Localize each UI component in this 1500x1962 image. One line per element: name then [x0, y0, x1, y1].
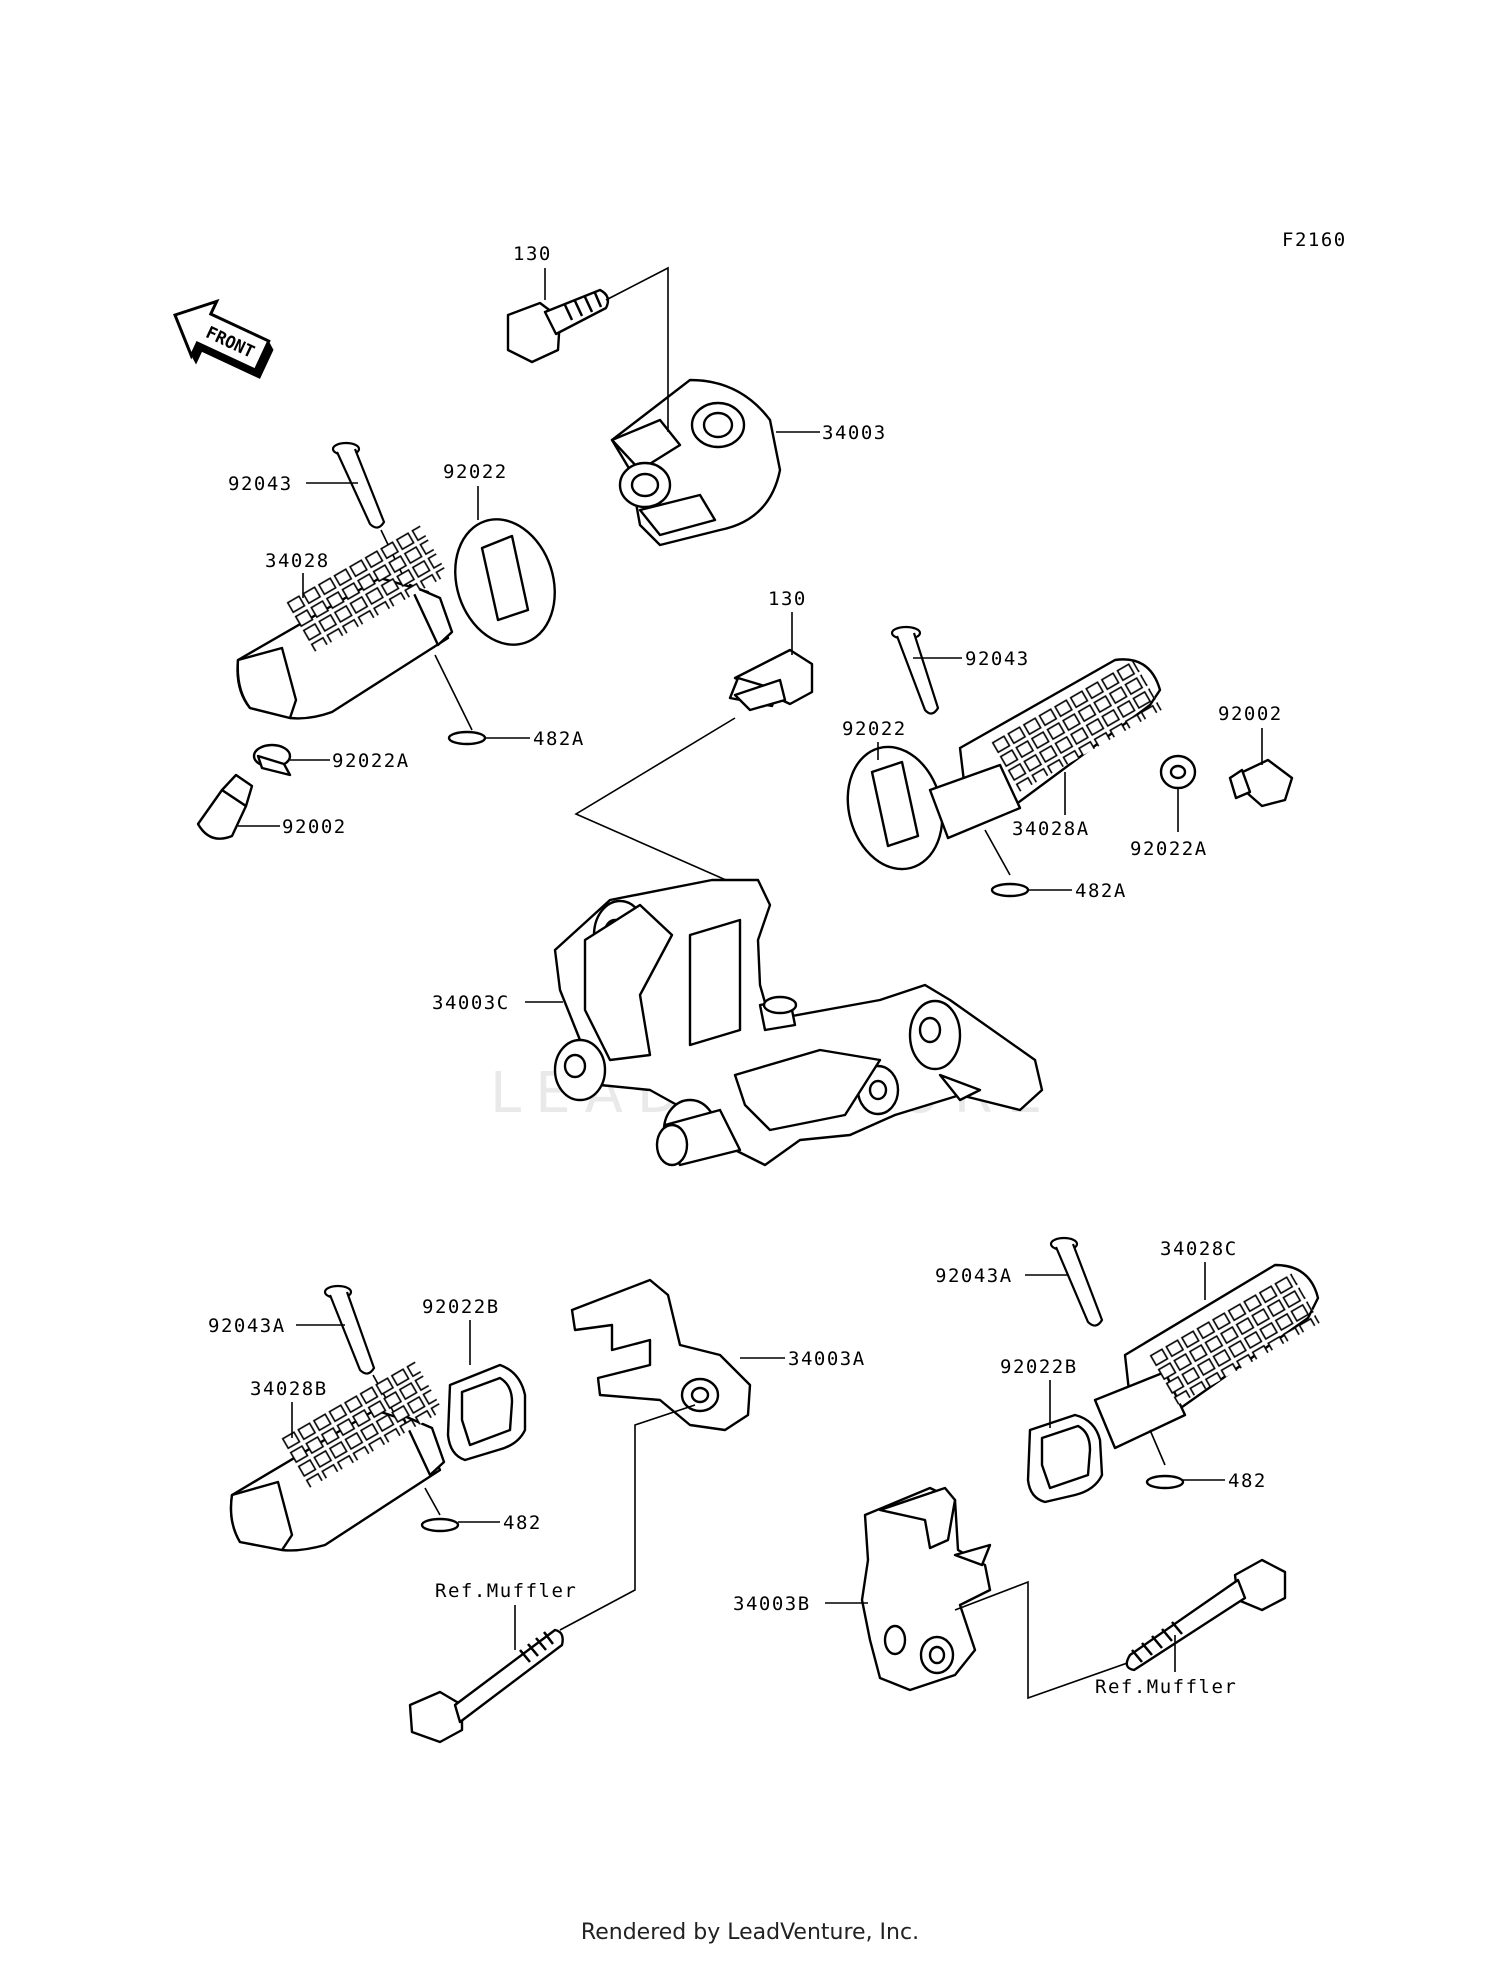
- footer-credit: Rendered by LeadVenture, Inc.: [580, 1920, 920, 1945]
- clip-482A-right: [990, 882, 1030, 898]
- footpeg-34028: [236, 524, 454, 720]
- label-pin-bl: 92043A: [208, 1315, 286, 1337]
- label-clip-br: 482: [1228, 1470, 1267, 1492]
- label-footpeg-right: 34028A: [1012, 818, 1090, 840]
- bolt-ref-muffler-left: [408, 1628, 564, 1744]
- label-ref-muffler-r: Ref.Muffler: [1095, 1676, 1237, 1698]
- label-footpeg-br: 34028C: [1160, 1238, 1238, 1260]
- label-footpeg-bl: 34028B: [250, 1378, 328, 1400]
- footpeg-34028A: [928, 658, 1162, 840]
- front-arrow-icon: FRONT: [173, 298, 274, 379]
- diagram-code: F2160: [1282, 229, 1347, 251]
- pin-92043A-left: [323, 1284, 376, 1375]
- label-pin-right: 92043: [965, 648, 1030, 670]
- label-main-bracket: 34003C: [432, 992, 510, 1014]
- bolt-130-top: [506, 288, 610, 364]
- bracket-34003: [610, 378, 782, 547]
- label-plate-left: 92022: [443, 461, 508, 483]
- label-ref-muffler-l: Ref.Muffler: [435, 1580, 577, 1602]
- label-pin-left: 92043: [228, 473, 293, 495]
- label-washer-left: 92022A: [332, 750, 410, 772]
- rubber-92022B-right: [1026, 1413, 1104, 1504]
- rubber-92022B-left: [446, 1363, 527, 1462]
- leader-bracket-bl: [559, 1404, 696, 1631]
- label-rubber-br: 92022B: [1000, 1356, 1078, 1378]
- cap-92002-right: [1228, 758, 1294, 808]
- bolt-130-mid: [728, 648, 814, 712]
- main-bracket-34003C: [553, 878, 1044, 1167]
- bracket-34003B: [860, 1486, 992, 1692]
- label-bracket-bl: 34003A: [788, 1348, 866, 1370]
- leader-bracket-br: [954, 1580, 1151, 1700]
- label-cap-right: 92002: [1218, 703, 1283, 725]
- label-footpeg-left: 34028: [265, 550, 330, 572]
- pin-92043-left: [331, 441, 386, 529]
- label-bracket-top: 34003: [822, 422, 887, 444]
- cap-92002-left: [196, 773, 254, 840]
- plate-92022-right: [846, 745, 944, 871]
- bracket-34003A: [570, 1278, 752, 1432]
- label-clip-right: 482A: [1075, 880, 1127, 902]
- label-rubber-bl: 92022B: [422, 1296, 500, 1318]
- label-cap-left: 92002: [282, 816, 347, 838]
- washer-92022A-right: [1159, 754, 1197, 790]
- label-bracket-br: 34003B: [733, 1593, 811, 1615]
- label-bolt-top: 130: [513, 243, 552, 265]
- pin-92043-right: [890, 625, 940, 715]
- clip-482A-left: [447, 730, 487, 746]
- plate-92022-left: [454, 518, 556, 646]
- label-clip-bl: 482: [503, 1512, 542, 1534]
- label-clip-left: 482A: [533, 728, 585, 750]
- washer-92022A-left: [252, 743, 292, 777]
- clip-482-right: [1145, 1474, 1185, 1490]
- bolt-ref-muffler-right: [1125, 1558, 1287, 1672]
- footpeg-34028C: [1093, 1263, 1320, 1450]
- label-pin-br: 92043A: [935, 1265, 1013, 1287]
- label-plate-right: 92022: [842, 718, 907, 740]
- pin-92043A-right: [1049, 1236, 1104, 1327]
- footpeg-34028B: [229, 1360, 446, 1552]
- label-washer-right: 92022A: [1130, 838, 1208, 860]
- label-bolt-mid: 130: [768, 588, 807, 610]
- clip-482-left: [420, 1517, 460, 1533]
- leader-bolt-top: [605, 266, 669, 432]
